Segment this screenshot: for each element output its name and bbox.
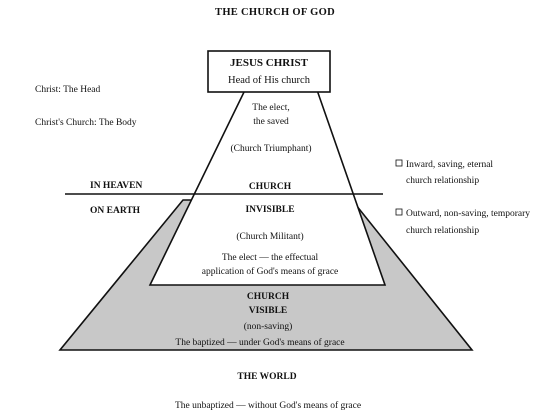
unbaptized-label: The unbaptized — without God's means of … — [175, 400, 361, 411]
outward-legend-label-cont: church relationship — [406, 226, 479, 236]
inward-legend-label-cont: church relationship — [406, 176, 479, 186]
invisible-church-label: CHURCH — [249, 182, 292, 192]
visible-church-label: CHURCH — [247, 292, 290, 302]
inward-legend-box-icon — [395, 159, 403, 167]
jesus-christ-box — [207, 50, 331, 93]
in-heaven-label: IN HEAVEN — [90, 181, 142, 191]
christs-church-body-label: Christ's Church: The Body — [35, 118, 137, 128]
church-triumphant-label: (Church Triumphant) — [230, 143, 311, 154]
head-of-church-label: Head of His church — [228, 75, 311, 86]
baptized-label: The baptized — under God's means of grac… — [175, 337, 344, 348]
triumphant-saved-label: the saved — [253, 117, 289, 127]
outward-legend-label: Outward, non-saving, temporary — [406, 209, 530, 219]
jesus-christ-label: JESUS CHRIST — [230, 57, 309, 69]
inward-legend-label: Inward, saving, eternal — [406, 160, 493, 170]
invisible-elect-label: The elect — the effectual — [222, 252, 319, 263]
christ-head-label: Christ: The Head — [35, 85, 101, 95]
church-militant-label: (Church Militant) — [236, 231, 303, 242]
the-world-label: THE WORLD — [237, 372, 296, 382]
effectual-application-label: application of God's means of grace — [202, 266, 339, 277]
triumphant-elect-label: The elect, — [252, 103, 289, 113]
outward-legend-box-icon — [395, 208, 403, 216]
on-earth-label: ON EARTH — [90, 206, 141, 216]
invisible-label: INVISIBLE — [245, 205, 294, 215]
visible-label: VISIBLE — [249, 306, 288, 316]
diagram-title: THE CHURCH OF GOD — [215, 7, 335, 18]
non-saving-label: (non-saving) — [244, 321, 293, 332]
